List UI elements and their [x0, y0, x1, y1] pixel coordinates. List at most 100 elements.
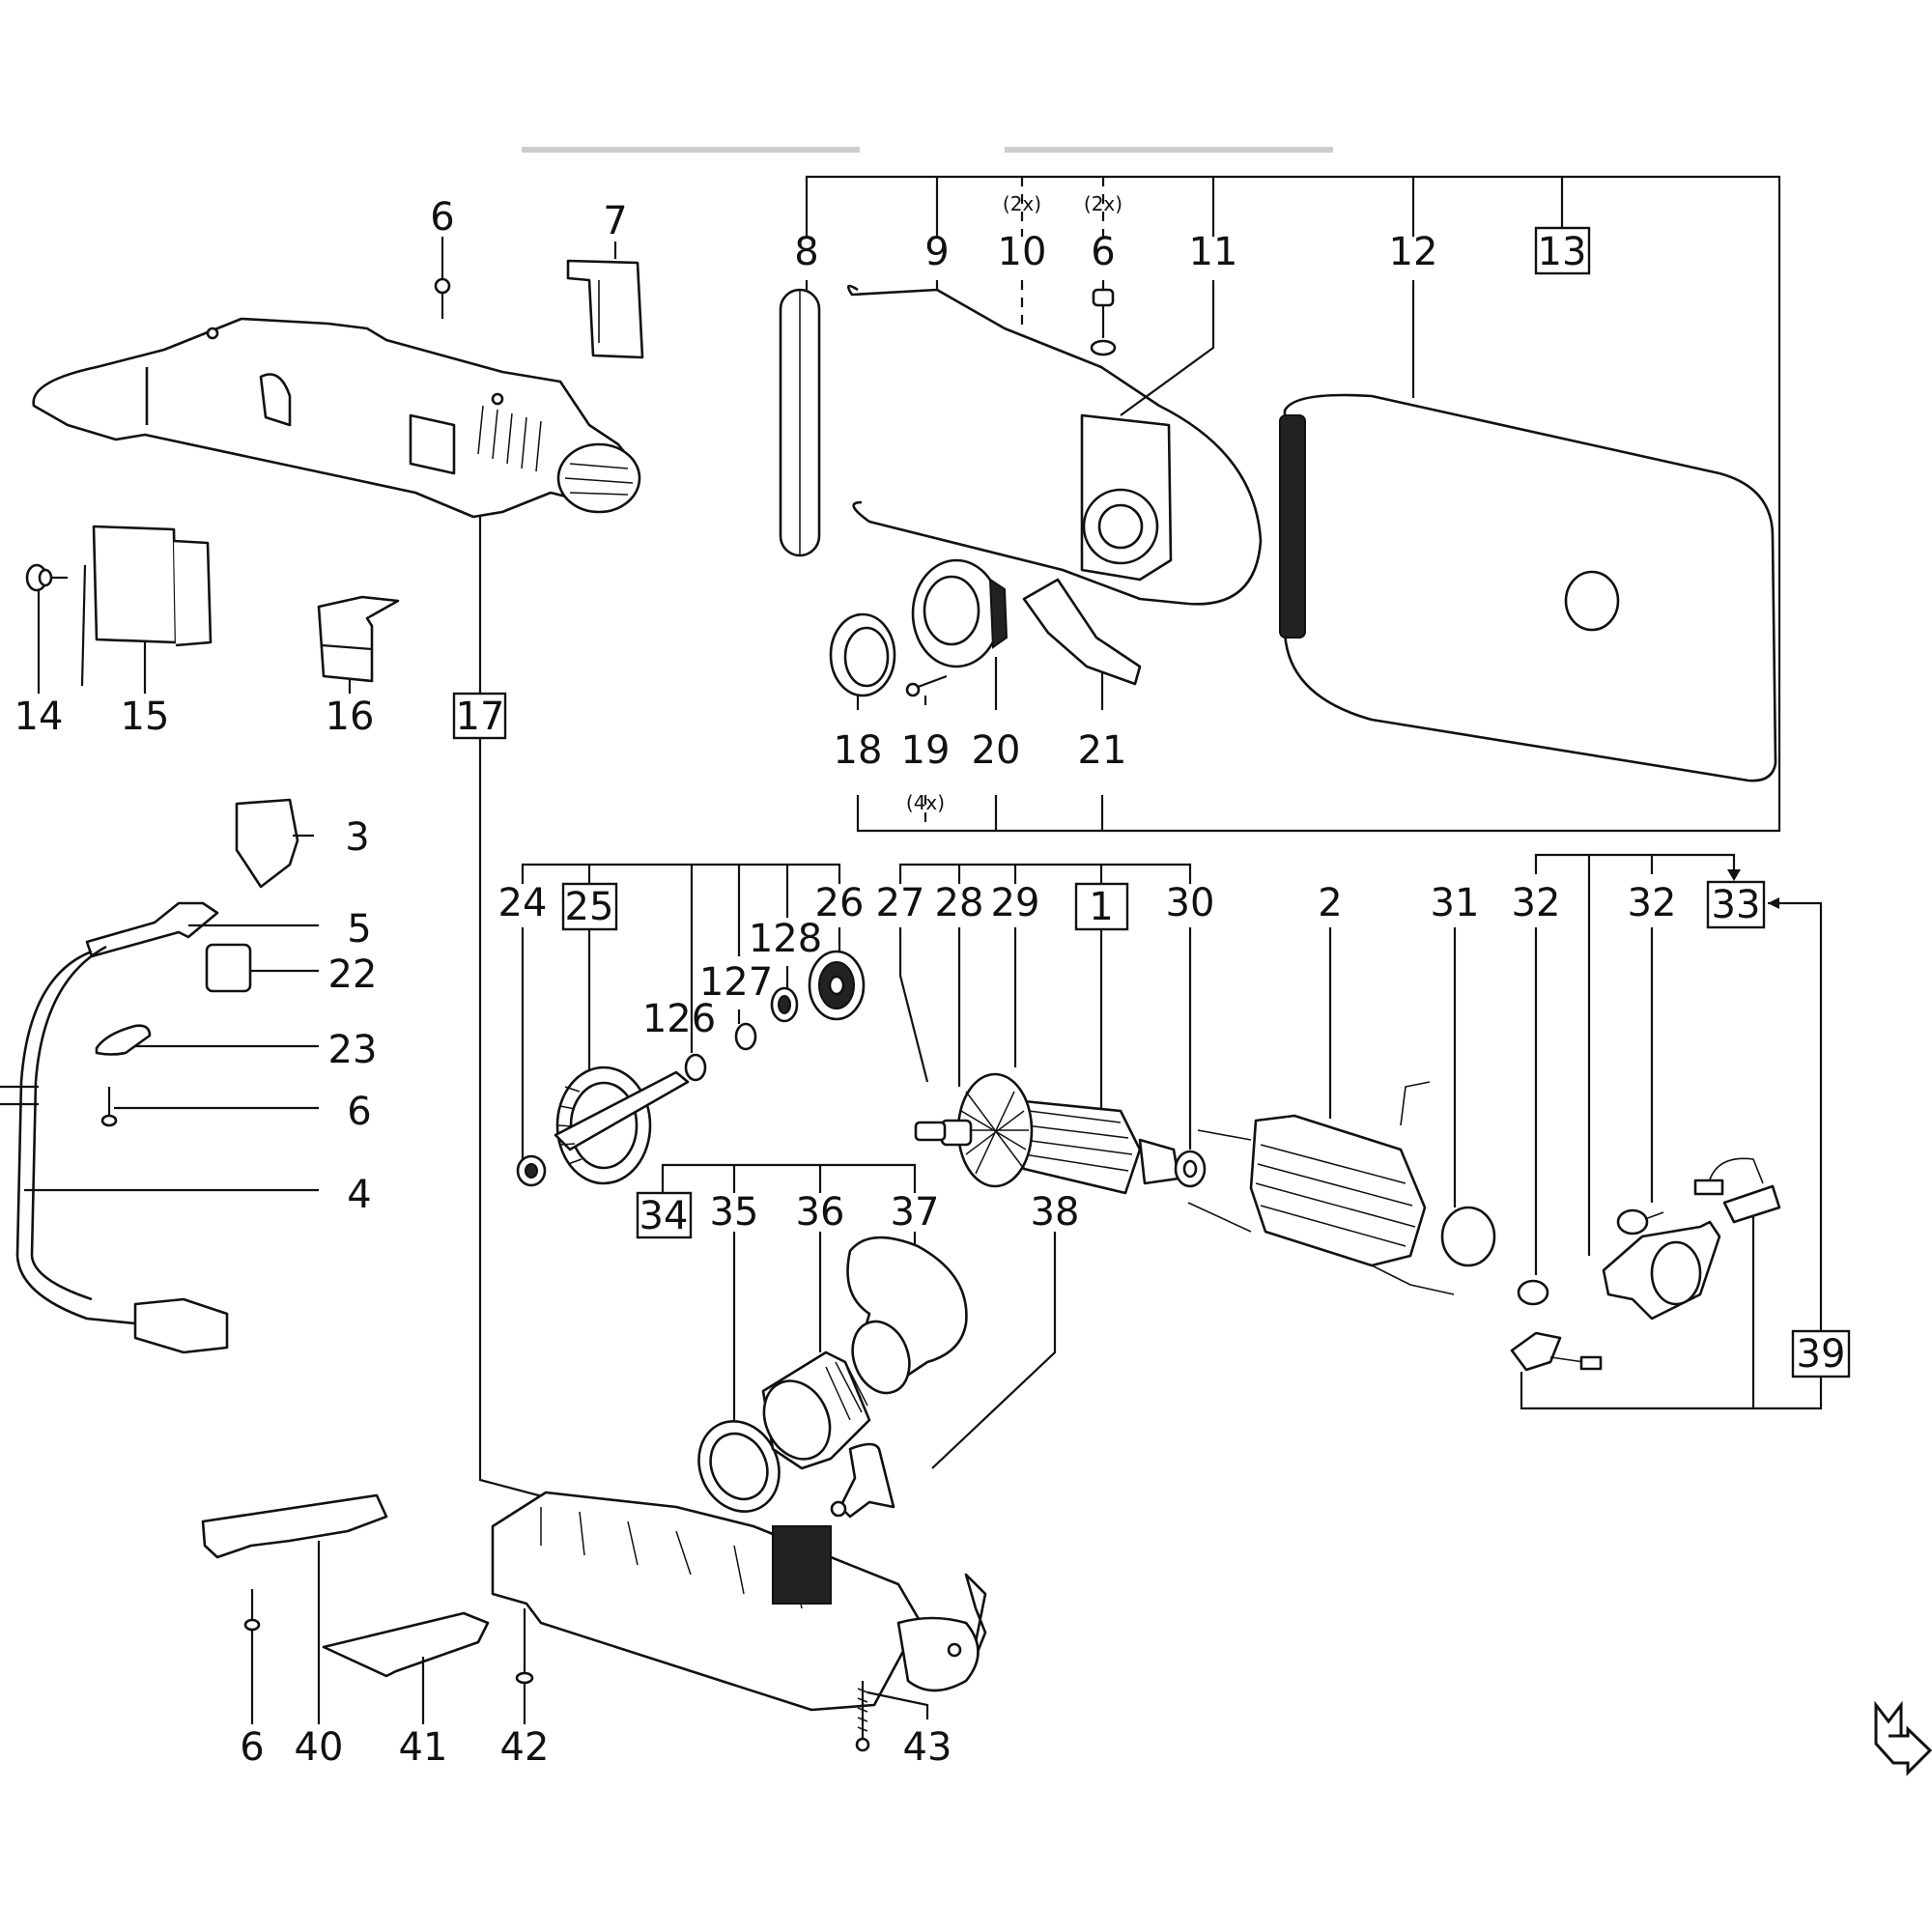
part-6-screw-cable [100, 1087, 319, 1127]
part-7-clip [566, 259, 644, 359]
part-38-plug [830, 1442, 895, 1519]
part-20-fan-housing [911, 558, 1009, 668]
part-18-ring [829, 612, 896, 697]
part-26-ball-bearing [808, 950, 866, 1021]
callout-17-box [452, 692, 507, 740]
callout-40: 40 [295, 1725, 344, 1770]
next-page-arrow-icon[interactable] [1874, 1700, 1932, 1776]
callout-2: 2 [1318, 881, 1342, 925]
callout-23: 23 [328, 1028, 378, 1072]
part-6-screw-upper [434, 277, 451, 319]
callout-6-upper: 6 [430, 195, 454, 240]
callout-6-qty: (2x) [1084, 192, 1122, 215]
callout-3: 3 [345, 815, 369, 860]
callout-7: 7 [603, 199, 627, 243]
callout-32-right: 32 [1628, 881, 1677, 925]
callout-13-box [1534, 226, 1591, 275]
part-22-suppressor [205, 943, 319, 993]
callout-5: 5 [347, 907, 371, 952]
part-11-bracket [1080, 413, 1173, 582]
callout-24: 24 [498, 881, 548, 925]
callout-34: 34 [639, 1194, 689, 1238]
callout-20: 20 [972, 728, 1021, 773]
callout-41: 41 [399, 1725, 448, 1770]
part-10-washer [1090, 339, 1117, 356]
callout-27: 27 [876, 881, 925, 925]
part-9-wire-frame [846, 284, 1263, 606]
part-2-stator [1187, 927, 1455, 1295]
callout-13: 13 [1538, 230, 1587, 274]
part-24-bearing [516, 1154, 547, 1187]
assembly-group-13 [779, 175, 1781, 833]
assembly-group-34 [661, 1163, 1057, 1519]
callout-30: 30 [1166, 881, 1215, 925]
callout-22: 22 [328, 952, 378, 997]
callout-29: 29 [991, 881, 1040, 925]
callout-39: 39 [1797, 1332, 1846, 1377]
callout-11: 11 [1189, 230, 1238, 274]
part-35-seal-ring [697, 1420, 781, 1513]
callout-21: 21 [1078, 728, 1127, 773]
part-32-spring-b [1616, 1208, 1664, 1236]
callout-18: 18 [834, 728, 883, 773]
part-32-spring-a [1517, 1279, 1549, 1306]
part-128-seal [770, 986, 799, 1023]
part-6-screw-bottom [243, 1589, 261, 1724]
callout-17: 17 [456, 695, 505, 739]
part-42-screw [515, 1608, 534, 1724]
part-39-carbon-brush-b [1693, 1157, 1781, 1224]
callout-33: 33 [1712, 883, 1761, 927]
part-17-housing-base [491, 1491, 987, 1712]
callout-16: 16 [326, 695, 375, 739]
part-16-clip [317, 595, 400, 694]
callout-14: 14 [14, 695, 64, 739]
part-19-screw [905, 674, 948, 697]
callout-25-box [561, 882, 618, 931]
callout-6-cable: 6 [347, 1090, 371, 1134]
callout-34-box [636, 1191, 693, 1239]
callout-28: 28 [935, 881, 984, 925]
part-33-brush-holder [1602, 1220, 1721, 1321]
part-12-base-plate [1279, 393, 1777, 782]
housing-cover-group [32, 237, 644, 694]
callout-10: 10 [998, 230, 1047, 274]
part-127-ring [734, 1022, 757, 1051]
callout-26: 26 [815, 881, 865, 925]
clipped-header-text [522, 147, 1333, 153]
assembly-group-25 [516, 863, 866, 1187]
callout-15: 15 [121, 695, 170, 739]
part-21-lever [1022, 578, 1142, 686]
callout-128: 128 [749, 917, 822, 961]
callout-35: 35 [710, 1190, 759, 1235]
callout-43: 43 [903, 1725, 952, 1770]
callout-32-left: 32 [1512, 881, 1561, 925]
callout-36: 36 [796, 1190, 845, 1235]
part-41-grip-insert [322, 1611, 490, 1724]
callout-126: 126 [642, 997, 716, 1041]
part-43-long-screw [855, 1681, 929, 1752]
part-36-nozzle-nut [761, 1350, 871, 1470]
callout-12: 12 [1389, 230, 1438, 274]
part-4-power-cable [0, 945, 319, 1354]
callout-1-box [1074, 882, 1129, 931]
part-1-armature [914, 1072, 1207, 1195]
callout-19-qty: (4x) [906, 791, 945, 814]
part-40-handle-strip [201, 1493, 388, 1724]
part-37-elbow-adapter [846, 1236, 968, 1395]
callout-6-bottom: 6 [240, 1725, 264, 1770]
part-14-knob [25, 563, 68, 694]
part-3-switch [235, 798, 314, 889]
callout-38: 38 [1031, 1190, 1080, 1235]
callout-25: 25 [565, 885, 614, 929]
assembly-group-1 [898, 863, 1207, 1195]
callout-37: 37 [891, 1190, 940, 1235]
callout-8: 8 [794, 230, 818, 274]
part-23-clamp [95, 1024, 319, 1056]
callout-1: 1 [1089, 885, 1113, 929]
callout-19: 19 [901, 728, 951, 773]
part-31-bearing-cap [1440, 927, 1496, 1267]
part-17-housing-cover [32, 317, 641, 519]
callout-127: 127 [699, 960, 773, 1005]
callout-10-qty: (2x) [1003, 192, 1041, 215]
